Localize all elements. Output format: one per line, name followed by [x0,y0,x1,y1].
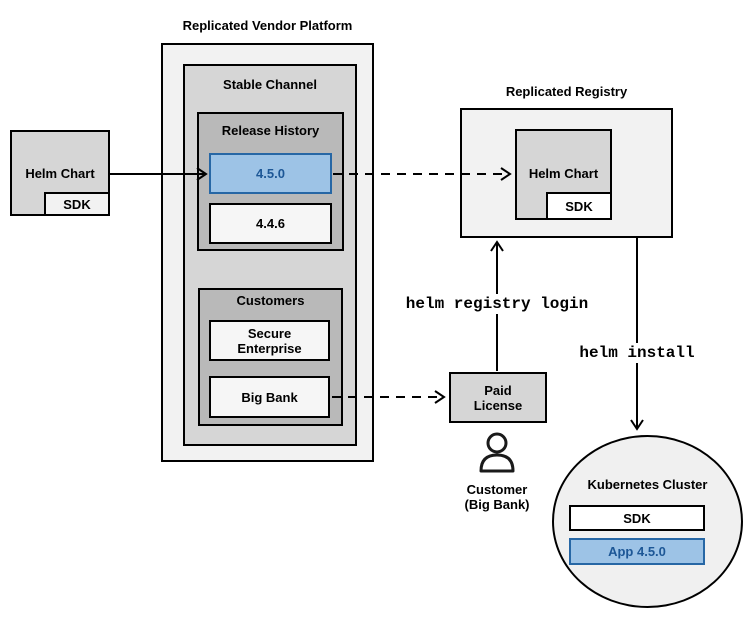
paid-license-box: Paid License [449,372,547,423]
customer-name: Big Bank [241,389,298,405]
edge-label-helm-install: helm install [575,343,699,363]
customer-name: Secure Enterprise [237,325,302,356]
arrowhead-right-icon [434,390,446,404]
customer-caption: Customer (Big Bank) [464,482,530,512]
release-version-label: 4.4.6 [256,216,285,231]
registry-title: Replicated Registry [505,84,628,99]
edge-label-registry-login: helm registry login [401,294,593,314]
release-version-box-450: 4.5.0 [209,153,332,194]
release-version-box-446: 4.4.6 [209,203,332,244]
registry-helm-chart-title: Helm Chart [528,166,599,181]
cluster-app-box: App 4.5.0 [569,538,705,565]
sdk-label: SDK [63,196,91,212]
arrowhead-down-icon [630,419,644,431]
sdk-label: SDK [565,198,593,214]
stable-channel-title: Stable Channel [223,77,317,92]
arrowhead-up-icon [490,240,504,252]
release-version-label: 4.5.0 [256,166,285,181]
kubernetes-cluster-title: Kubernetes Cluster [587,477,708,492]
registry-sdk-box: SDK [546,192,612,220]
platform-title: Replicated Vendor Platform [182,18,353,33]
customers-title: Customers [236,293,305,308]
person-icon [479,432,515,473]
vendor-sdk-box: SDK [44,192,110,216]
app-version-label: App 4.5.0 [608,544,666,559]
sdk-label: SDK [623,510,651,526]
release-history-title: Release History [221,123,320,138]
cluster-sdk-box: SDK [569,505,705,531]
vendor-helm-chart-title: Helm Chart [25,166,95,181]
paid-license-label: Paid License [473,382,523,413]
customer-box-big-bank: Big Bank [209,376,330,418]
customer-box-secure-enterprise: Secure Enterprise [209,320,330,361]
